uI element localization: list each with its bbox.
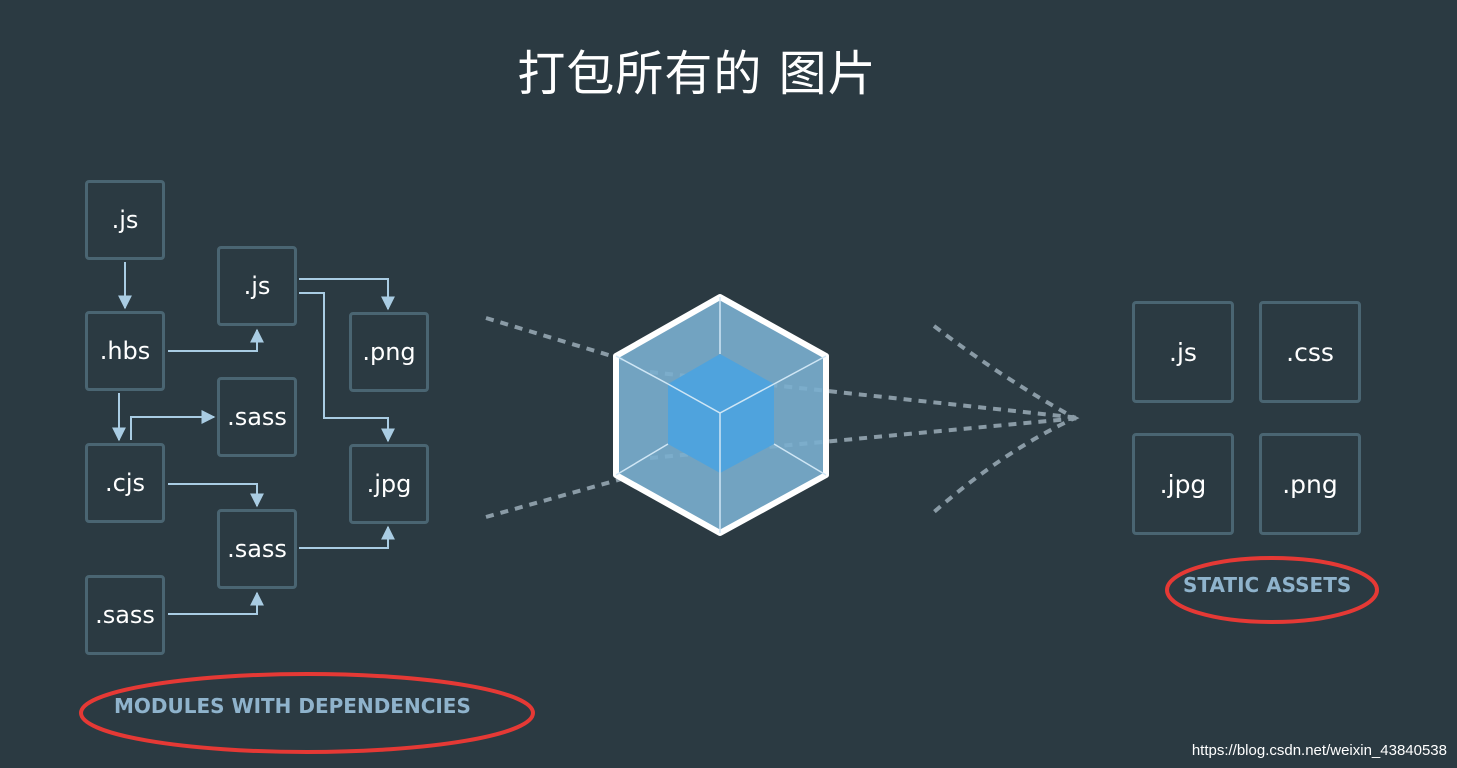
connector	[299, 278, 395, 311]
dotted-line	[485, 316, 626, 362]
module-png: .png	[349, 312, 429, 392]
dotted-line	[932, 324, 1080, 514]
dotted-line	[485, 476, 626, 519]
module-hbs: .hbs	[85, 311, 165, 391]
connector	[168, 483, 264, 508]
dependency-connectors	[112, 262, 395, 615]
assets-highlight-ellipse	[1165, 556, 1379, 624]
flow-dotted-lines	[485, 316, 1081, 519]
connector	[299, 525, 395, 549]
assets-caption: STATIC ASSETS	[1183, 573, 1352, 597]
modules-caption: MODULES WITH DEPENDENCIES	[114, 694, 471, 718]
dotted-line	[649, 370, 1081, 420]
module-sass-middle: .sass	[217, 509, 297, 589]
module-sass-bottom: .sass	[85, 575, 165, 655]
connector	[168, 328, 264, 352]
connector	[299, 292, 395, 443]
module-cjs: .cjs	[85, 443, 165, 523]
asset-png: .png	[1259, 433, 1361, 535]
modules-highlight-ellipse	[79, 672, 535, 754]
dotted-line	[649, 416, 1081, 460]
module-jpg: .jpg	[349, 444, 429, 524]
webpack-cube-logo	[613, 294, 829, 536]
watermark-url: https://blog.csdn.net/weixin_43840538	[1191, 742, 1447, 759]
connector	[168, 591, 264, 615]
asset-js: .js	[1132, 301, 1234, 403]
asset-jpg: .jpg	[1132, 433, 1234, 535]
asset-css: .css	[1259, 301, 1361, 403]
page-title: 打包所有的 图片	[517, 46, 877, 102]
highlight-ellipses	[79, 556, 1379, 754]
connector	[130, 410, 216, 440]
module-js: .js	[217, 246, 297, 326]
module-js-top: .js	[85, 180, 165, 260]
module-sass-top: .sass	[217, 377, 297, 457]
